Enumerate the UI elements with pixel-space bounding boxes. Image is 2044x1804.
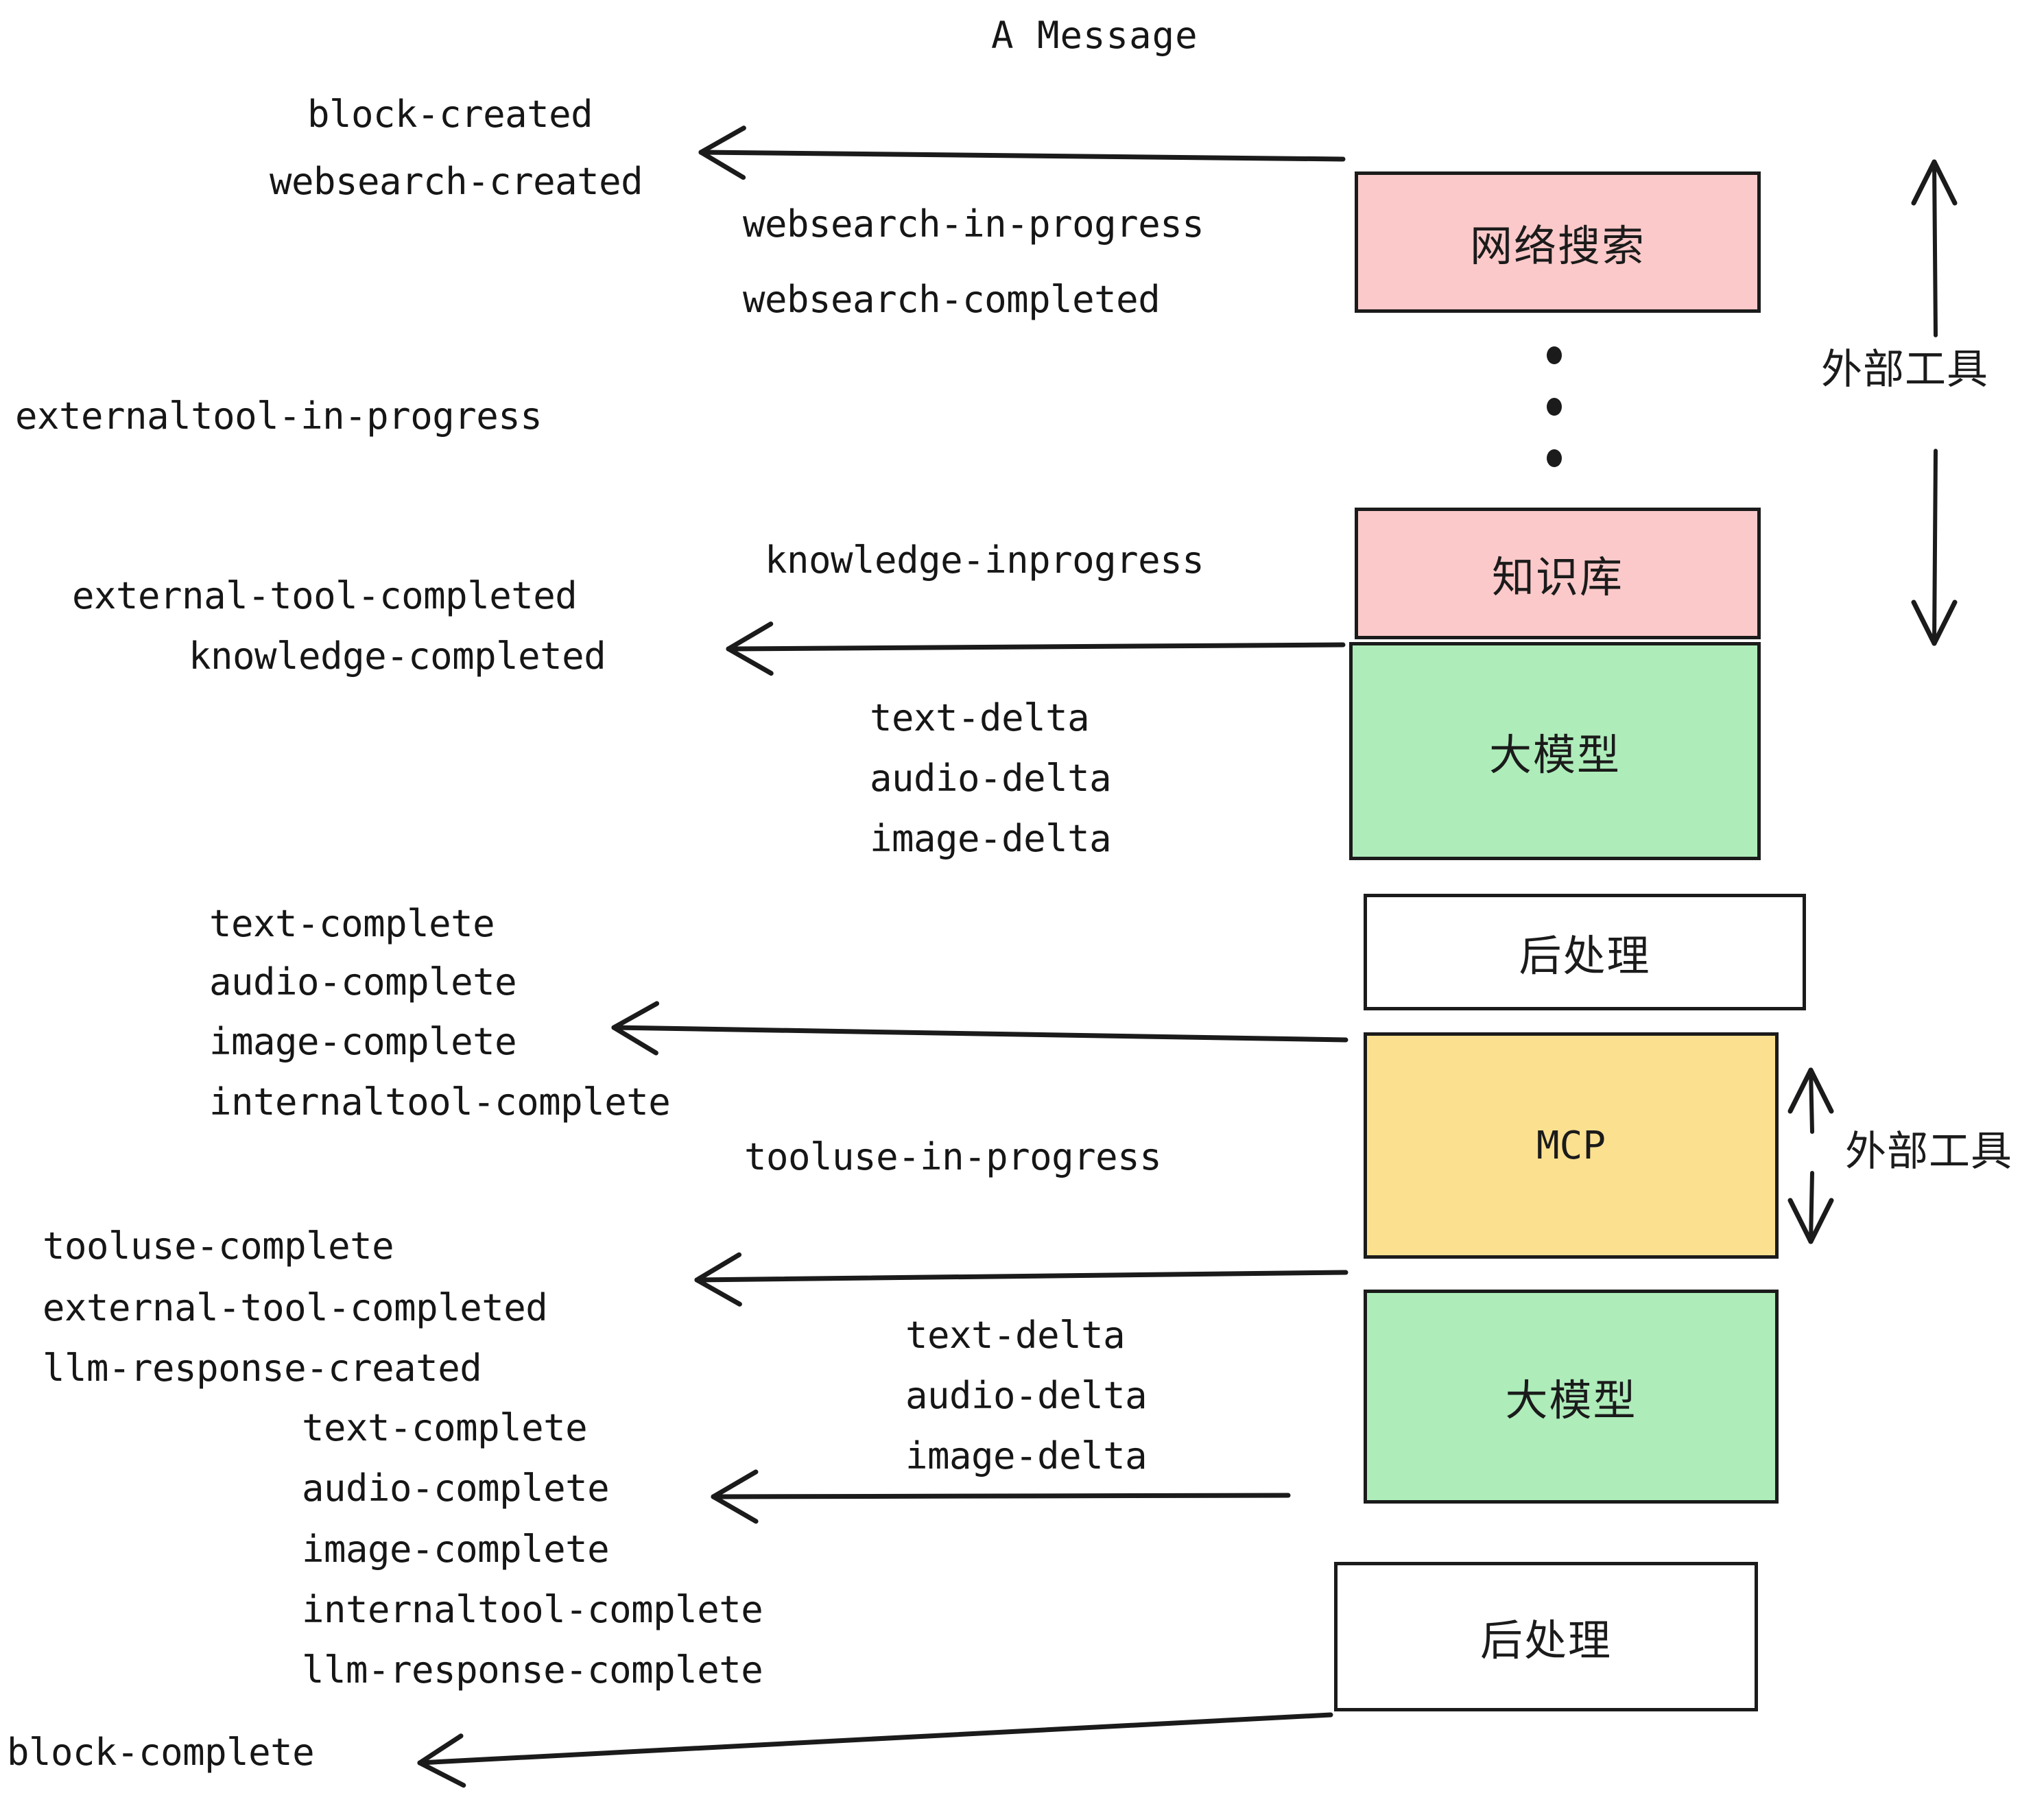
side-label-external-tools-upper: 外部工具	[1821, 346, 1988, 394]
arrow-a-audio-complete	[711, 1469, 1291, 1524]
arrow-a-tooluse-complete	[694, 1252, 1348, 1307]
event-label: audio-delta	[905, 1374, 1148, 1417]
event-label: text-complete	[302, 1406, 588, 1449]
arrow-a-image-complete	[611, 1001, 1348, 1056]
node-llm-1: 大模型	[1349, 642, 1761, 860]
event-label: text-complete	[209, 902, 495, 945]
event-label: llm-response-created	[43, 1346, 482, 1390]
double-arrow-external-tools-lower	[1787, 1067, 1834, 1244]
event-label: image-delta	[905, 1434, 1148, 1477]
event-label: knowledge-completed	[189, 634, 606, 678]
ellipsis-dot-icon	[1547, 346, 1562, 364]
event-label: internaltool-complete	[209, 1080, 671, 1124]
node-websearch: 网络搜索	[1355, 171, 1761, 313]
event-label: image-complete	[302, 1528, 610, 1571]
event-label: external-tool-completed	[72, 574, 578, 617]
ellipsis-dot-icon	[1547, 398, 1562, 416]
event-label: externaltool-in-progress	[15, 394, 543, 438]
event-label: block-complete	[7, 1731, 315, 1774]
side-label-external-tools-lower: 外部工具	[1845, 1128, 2012, 1176]
event-label: block-created	[307, 93, 593, 136]
node-knowledge: 知识库	[1355, 508, 1761, 639]
event-label: external-tool-completed	[43, 1286, 548, 1329]
double-arrow-external-tools-upper	[1911, 159, 1958, 646]
event-label: websearch-completed	[743, 278, 1161, 321]
arrow-a-block-complete	[417, 1712, 1333, 1788]
event-label: text-delta	[905, 1314, 1126, 1357]
event-label: audio-complete	[302, 1467, 610, 1510]
event-label: audio-complete	[209, 960, 517, 1004]
event-label: image-complete	[209, 1020, 517, 1063]
node-postproc-1: 后处理	[1364, 894, 1806, 1010]
event-label: internaltool-complete	[302, 1588, 763, 1631]
event-label: knowledge-inprogress	[765, 538, 1204, 582]
event-label: text-delta	[870, 696, 1090, 739]
event-label: image-delta	[870, 817, 1112, 860]
event-label: tooluse-complete	[43, 1224, 394, 1268]
event-label: websearch-created	[270, 160, 643, 203]
node-postproc-2: 后处理	[1334, 1562, 1758, 1711]
arrow-a-knowledge-completed	[726, 621, 1346, 676]
event-label: tooluse-in-progress	[744, 1135, 1162, 1178]
node-mcp: MCP	[1364, 1032, 1779, 1259]
ellipsis-dot-icon	[1547, 449, 1562, 467]
node-llm-2: 大模型	[1364, 1290, 1779, 1504]
event-label: audio-delta	[870, 757, 1112, 800]
arrow-a-block-created	[698, 126, 1346, 180]
event-label: websearch-in-progress	[743, 202, 1204, 246]
event-label: llm-response-complete	[302, 1648, 763, 1692]
page-title: A Message	[991, 14, 1198, 57]
